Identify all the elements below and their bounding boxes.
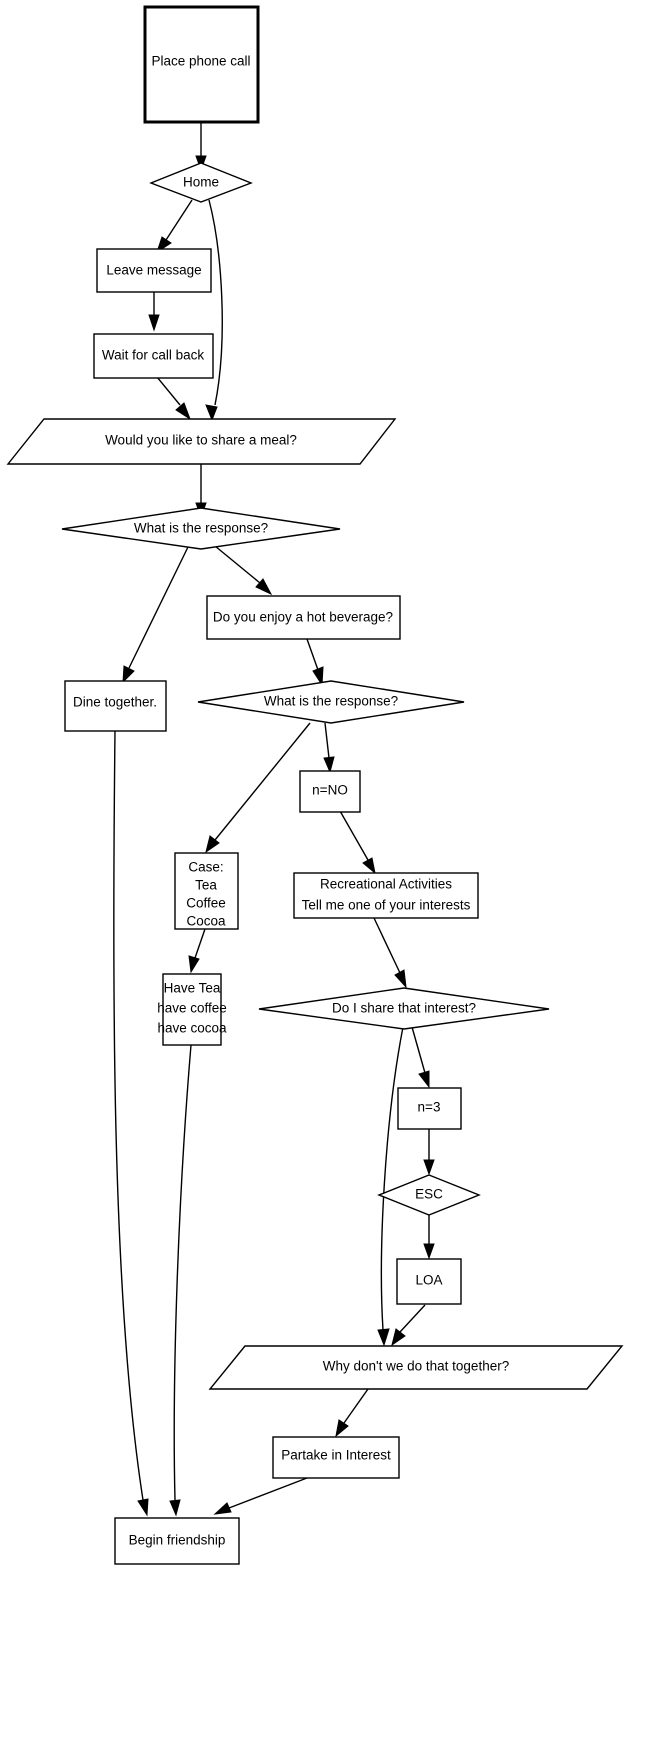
node-n-equals-3[interactable]: n=3 [397, 1087, 462, 1130]
edge-home-to-leave-message [156, 199, 193, 254]
node-what-is-the-response-1[interactable]: What is the response? [61, 507, 341, 550]
edge-response-1-to-hot-beverage [214, 545, 273, 596]
node-partake-in-interest[interactable]: Partake in Interest [272, 1436, 400, 1479]
node-do-that-together[interactable]: Why don't we do that together? [208, 1345, 624, 1390]
edge-n-equals-no-to-recreational [339, 810, 376, 875]
edge-case-to-have-beverages [188, 928, 206, 974]
node-case-beverages-line-2: Tea [195, 878, 217, 893]
edge-esc-to-loa [423, 1215, 435, 1260]
node-loa-label: LOA [415, 1273, 442, 1288]
edge-layer [113, 122, 435, 1517]
node-dine-together-label: Dine together. [73, 695, 157, 710]
node-loa[interactable]: LOA [396, 1258, 462, 1305]
node-have-beverages-line-1: Have Tea [164, 981, 221, 996]
node-wait-for-call-back-label: Wait for call back [102, 348, 205, 363]
edge-loa-to-do-together [391, 1304, 426, 1347]
node-hot-beverage-label: Do you enjoy a hot beverage? [213, 610, 393, 625]
node-have-beverages-line-2: have coffee [157, 1001, 227, 1016]
node-esc[interactable]: ESC [377, 1174, 481, 1216]
node-what-is-the-response-2[interactable]: What is the response? [197, 680, 465, 724]
edge-recreational-to-share-interest [373, 917, 407, 989]
edge-hot-beverage-to-response-2 [306, 638, 324, 687]
node-begin-friendship-label: Begin friendship [129, 1533, 226, 1548]
edge-home-to-share-a-meal [205, 199, 223, 422]
node-do-that-together-label: Why don't we do that together? [323, 1359, 509, 1374]
edge-response-2-to-case [205, 722, 311, 854]
node-home-label: Home [183, 175, 219, 190]
node-begin-friendship[interactable]: Begin friendship [114, 1517, 240, 1565]
node-partake-in-interest-label: Partake in Interest [281, 1448, 391, 1463]
node-share-that-interest[interactable]: Do I share that interest? [258, 987, 550, 1030]
node-what-is-the-response-1-label: What is the response? [134, 521, 268, 536]
node-recreational-activities-line-1: Recreational Activities [320, 877, 452, 892]
node-place-phone-call-label: Place phone call [151, 54, 250, 69]
edge-do-together-to-partake [335, 1388, 369, 1438]
edge-partake-to-begin-friendship [213, 1477, 308, 1515]
node-recreational-activities[interactable]: Recreational Activities Tell me one of y… [293, 872, 479, 919]
node-what-is-the-response-2-label: What is the response? [264, 694, 398, 709]
edge-response-1-to-dine-together [122, 546, 189, 684]
node-case-beverages-line-3: Coffee [186, 896, 226, 911]
node-case-beverages-line-1: Case: [188, 860, 223, 875]
edge-wait-to-share-a-meal [156, 376, 191, 421]
node-leave-message[interactable]: Leave message [96, 248, 212, 293]
edge-have-beverages-to-begin-friendship [169, 1044, 192, 1517]
node-place-phone-call[interactable]: Place phone call [143, 5, 260, 124]
node-n-equals-3-label: n=3 [418, 1100, 441, 1115]
node-have-beverages-line-3: have cocoa [157, 1021, 227, 1036]
node-dine-together[interactable]: Dine together. [64, 680, 167, 732]
edge-n-equals-3-to-esc [423, 1129, 435, 1176]
edge-share-interest-to-do-together [377, 1026, 404, 1347]
node-share-a-meal[interactable]: Would you like to share a meal? [6, 418, 397, 465]
edge-response-2-to-n-equals-no [323, 722, 335, 774]
node-leave-message-label: Leave message [106, 263, 201, 278]
node-case-beverages-line-4: Cocoa [186, 914, 226, 929]
edge-leave-message-to-wait [148, 291, 160, 332]
node-layer: Place phone call Home Leave message Wait… [6, 5, 624, 1565]
edge-dine-together-to-begin-friendship [113, 730, 149, 1517]
edge-share-interest-to-n-equals-3 [411, 1026, 430, 1089]
node-n-equals-no-label: n=NO [312, 783, 348, 798]
node-home[interactable]: Home [149, 162, 253, 203]
node-hot-beverage[interactable]: Do you enjoy a hot beverage? [206, 595, 401, 640]
node-esc-label: ESC [415, 1187, 443, 1202]
node-n-equals-no[interactable]: n=NO [299, 770, 361, 813]
node-share-a-meal-label: Would you like to share a meal? [105, 433, 297, 448]
node-case-beverages[interactable]: Case: Tea Coffee Cocoa [174, 852, 239, 930]
node-share-that-interest-label: Do I share that interest? [332, 1001, 476, 1016]
node-wait-for-call-back[interactable]: Wait for call back [93, 333, 214, 379]
node-recreational-activities-line-2: Tell me one of your interests [302, 898, 471, 913]
node-have-beverages[interactable]: Have Tea have coffee have cocoa [157, 973, 227, 1046]
